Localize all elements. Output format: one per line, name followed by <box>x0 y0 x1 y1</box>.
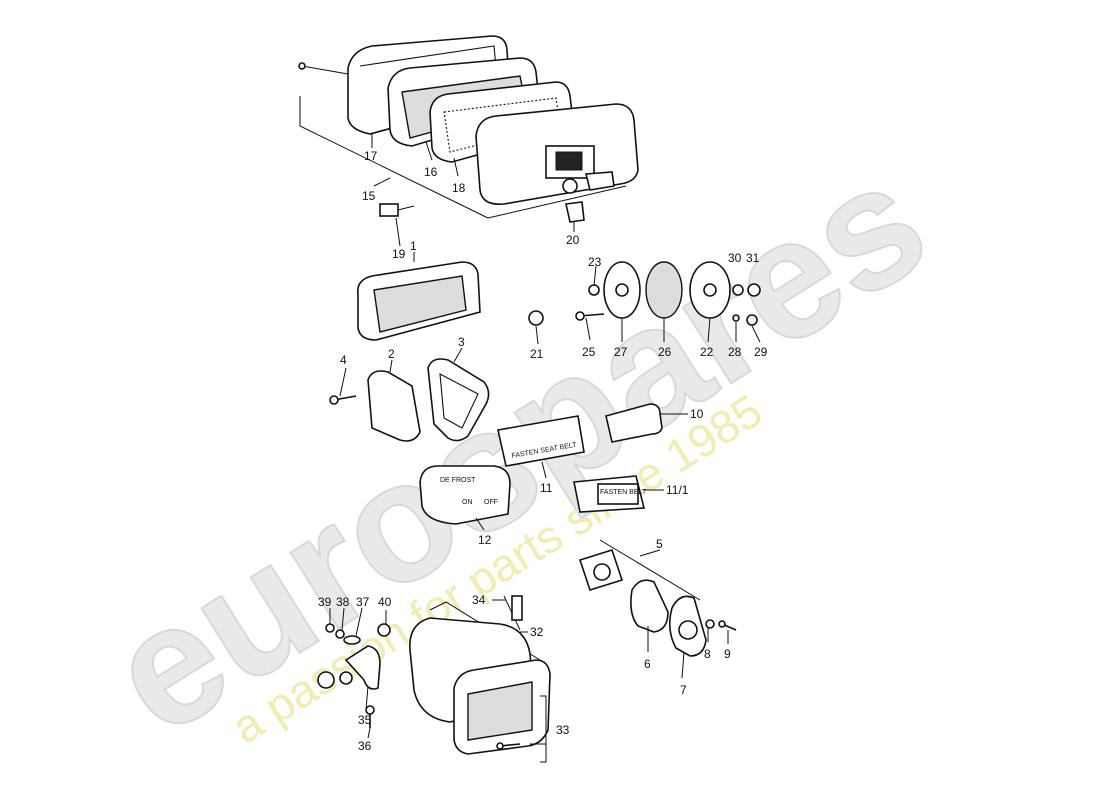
bezel-7-lens <box>678 620 698 640</box>
callout-19: 19 <box>392 247 406 261</box>
bolt-head <box>298 62 306 70</box>
disc-group <box>528 261 761 326</box>
washer-35 <box>339 671 353 685</box>
callout-39: 39 <box>318 595 332 609</box>
callout-1: 1 <box>410 239 417 253</box>
callout-18: 18 <box>452 181 466 195</box>
washer-39 <box>325 623 335 633</box>
screw-9-head <box>718 620 726 628</box>
nut-40 <box>377 623 391 637</box>
leader-lines <box>329 134 761 739</box>
bulb-19 <box>379 203 399 217</box>
callout-36: 36 <box>358 739 372 753</box>
callout-29: 29 <box>754 345 768 359</box>
warning-light-11 <box>497 415 585 467</box>
bracket-15-tail <box>487 185 627 219</box>
screw-4-head <box>329 395 339 405</box>
washer-30 <box>732 284 744 296</box>
screw-25-head <box>575 311 585 321</box>
callout-15: 15 <box>362 189 376 203</box>
callout-16: 16 <box>424 165 438 179</box>
washer-38 <box>335 629 345 639</box>
side-lamp-group <box>578 539 737 657</box>
callout-5: 5 <box>656 537 663 551</box>
bracket-group <box>329 358 490 442</box>
callout-34: 34 <box>472 593 486 607</box>
callout-25: 25 <box>582 345 596 359</box>
callout-11-1: 11/1 <box>666 483 689 497</box>
fasten-belt-small-label: FASTEN BELT <box>600 489 647 496</box>
callout-30: 30 <box>728 251 742 265</box>
switch-group: FASTEN SEAT BELT FASTEN BELT DE FROST ON… <box>419 403 663 525</box>
connector-nozzle <box>584 171 615 191</box>
callout-32: 32 <box>530 625 544 639</box>
callout-38: 38 <box>336 595 350 609</box>
top-lamp-assembly <box>298 35 639 223</box>
callout-28: 28 <box>728 345 742 359</box>
callout-3: 3 <box>458 335 465 349</box>
screw-33-head <box>496 742 504 750</box>
cover-2 <box>367 370 421 442</box>
callout-21: 21 <box>530 347 544 361</box>
callout-4: 4 <box>340 353 347 367</box>
tail-lamp-group <box>317 595 551 763</box>
socket-boss <box>562 178 578 194</box>
defrost-switch-12 <box>419 465 511 525</box>
callout-27: 27 <box>614 345 628 359</box>
disc-27-hub <box>615 283 629 297</box>
tail-lamp-lens-grid <box>467 681 533 741</box>
callout-40: 40 <box>378 595 392 609</box>
relay-10 <box>605 403 663 443</box>
callout-2: 2 <box>388 347 395 361</box>
defrost-on-label: ON <box>462 499 473 506</box>
defrost-label: DE FROST <box>440 477 476 484</box>
grommet-20 <box>565 201 585 223</box>
callout-23: 23 <box>588 255 602 269</box>
bracket-33 <box>530 695 547 763</box>
bracket-5 <box>599 539 701 601</box>
plate-lamp-lens <box>373 275 467 333</box>
bulb-lead <box>397 205 415 211</box>
callout-35: 35 <box>358 713 372 727</box>
gasket-3 <box>427 358 490 442</box>
bracket-15 <box>299 96 489 219</box>
warning-light-11-1-face <box>597 483 639 505</box>
callout-8: 8 <box>704 647 711 661</box>
callouts: 17 16 18 15 20 19 1 23 30 31 21 25 27 26… <box>318 149 768 753</box>
callout-6: 6 <box>644 657 651 671</box>
nut-29 <box>746 314 758 326</box>
washer-23 <box>588 284 600 296</box>
callout-26: 26 <box>658 345 672 359</box>
callout-12: 12 <box>478 533 492 547</box>
plate-lamp-1 <box>356 261 481 341</box>
callout-20: 20 <box>566 233 580 247</box>
disc-22-hub <box>703 283 717 297</box>
socket-opening <box>555 151 583 171</box>
gasket-6 <box>630 579 669 633</box>
gasket-3-inner <box>439 373 479 429</box>
nut-35 <box>317 671 335 689</box>
callout-17: 17 <box>364 149 378 163</box>
bulb-34-body <box>511 595 523 621</box>
nut-31 <box>747 283 761 297</box>
callout-9: 9 <box>724 647 731 661</box>
washer-37 <box>343 635 361 645</box>
defrost-off-label: OFF <box>484 499 498 506</box>
long-bolt <box>301 65 349 75</box>
washer-8 <box>705 619 715 629</box>
callout-11: 11 <box>540 481 553 495</box>
callout-33: 33 <box>556 723 570 737</box>
callout-7: 7 <box>680 683 687 697</box>
lamp-socket-5-hole <box>593 563 611 581</box>
bracket-35 <box>344 645 381 690</box>
nut-21 <box>528 310 544 326</box>
callout-37: 37 <box>356 595 370 609</box>
callout-10: 10 <box>690 407 704 421</box>
washer-28 <box>732 314 740 322</box>
disc-26 <box>645 261 683 319</box>
callout-22: 22 <box>700 345 714 359</box>
callout-31: 31 <box>746 251 760 265</box>
